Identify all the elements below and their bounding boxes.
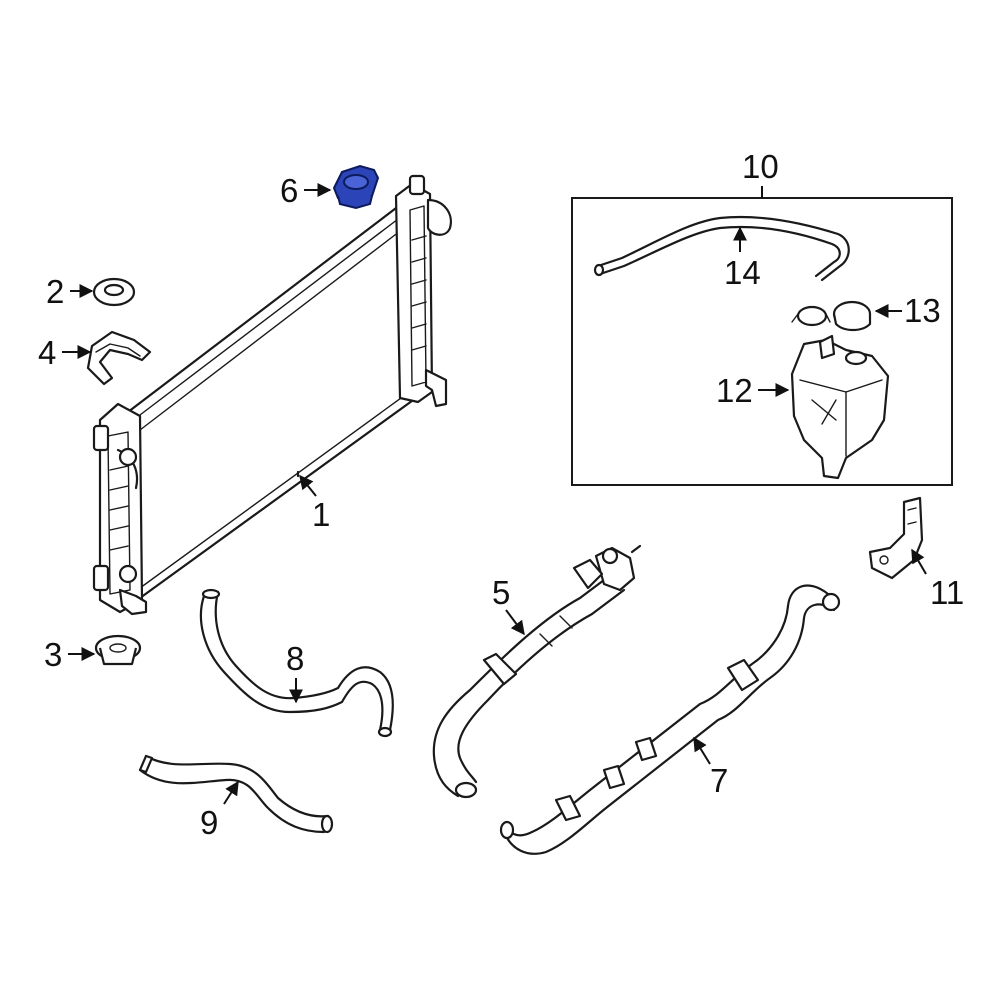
reservoir-assembly-box <box>571 186 953 486</box>
callout-label-12: 12 <box>716 372 753 409</box>
callout-label-13: 13 <box>904 292 941 329</box>
bushing-part-3 <box>94 634 142 666</box>
callout-label-8: 8 <box>286 640 304 677</box>
hose-clamp <box>791 305 831 327</box>
callout-2: 2 <box>46 273 94 310</box>
radiator-cap-highlighted <box>332 164 380 210</box>
callout-label-2: 2 <box>46 273 64 310</box>
hose-part-5 <box>432 544 642 799</box>
hose-part-7 <box>499 584 841 855</box>
callout-label-1: 1 <box>312 496 330 533</box>
grommet-part-2 <box>92 277 136 307</box>
radiator <box>92 174 452 616</box>
hose-part-8 <box>199 588 394 738</box>
overflow-hose-part-14 <box>593 215 850 282</box>
reservoir-tank-part-12 <box>790 334 890 480</box>
callout-label-3: 3 <box>44 636 62 673</box>
hose-part-9 <box>138 754 334 834</box>
callout-8: 8 <box>286 640 304 704</box>
callout-14: 14 <box>724 226 761 291</box>
callout-13: 13 <box>874 292 941 329</box>
callout-label-10: 10 <box>742 148 779 185</box>
callout-5: 5 <box>492 574 525 636</box>
bracket-part-4 <box>86 330 152 386</box>
callout-label-14: 14 <box>724 254 761 291</box>
callout-label-11: 11 <box>930 574 964 611</box>
callout-label-4: 4 <box>38 334 56 371</box>
callout-3: 3 <box>44 636 96 673</box>
callout-9: 9 <box>200 780 239 841</box>
callout-1: 1 <box>299 474 330 533</box>
callout-6: 6 <box>280 172 332 209</box>
callout-label-7: 7 <box>710 762 728 799</box>
reservoir-cap-part-13 <box>832 300 872 332</box>
callout-12: 12 <box>716 372 790 409</box>
callout-4: 4 <box>38 334 92 371</box>
callout-10: 10 <box>742 148 779 185</box>
callout-label-5: 5 <box>492 574 510 611</box>
callout-label-9: 9 <box>200 804 218 841</box>
bracket-part-11 <box>868 496 924 580</box>
callout-7: 7 <box>693 736 728 799</box>
callout-label-6: 6 <box>280 172 298 209</box>
callout-11: 11 <box>911 548 964 611</box>
